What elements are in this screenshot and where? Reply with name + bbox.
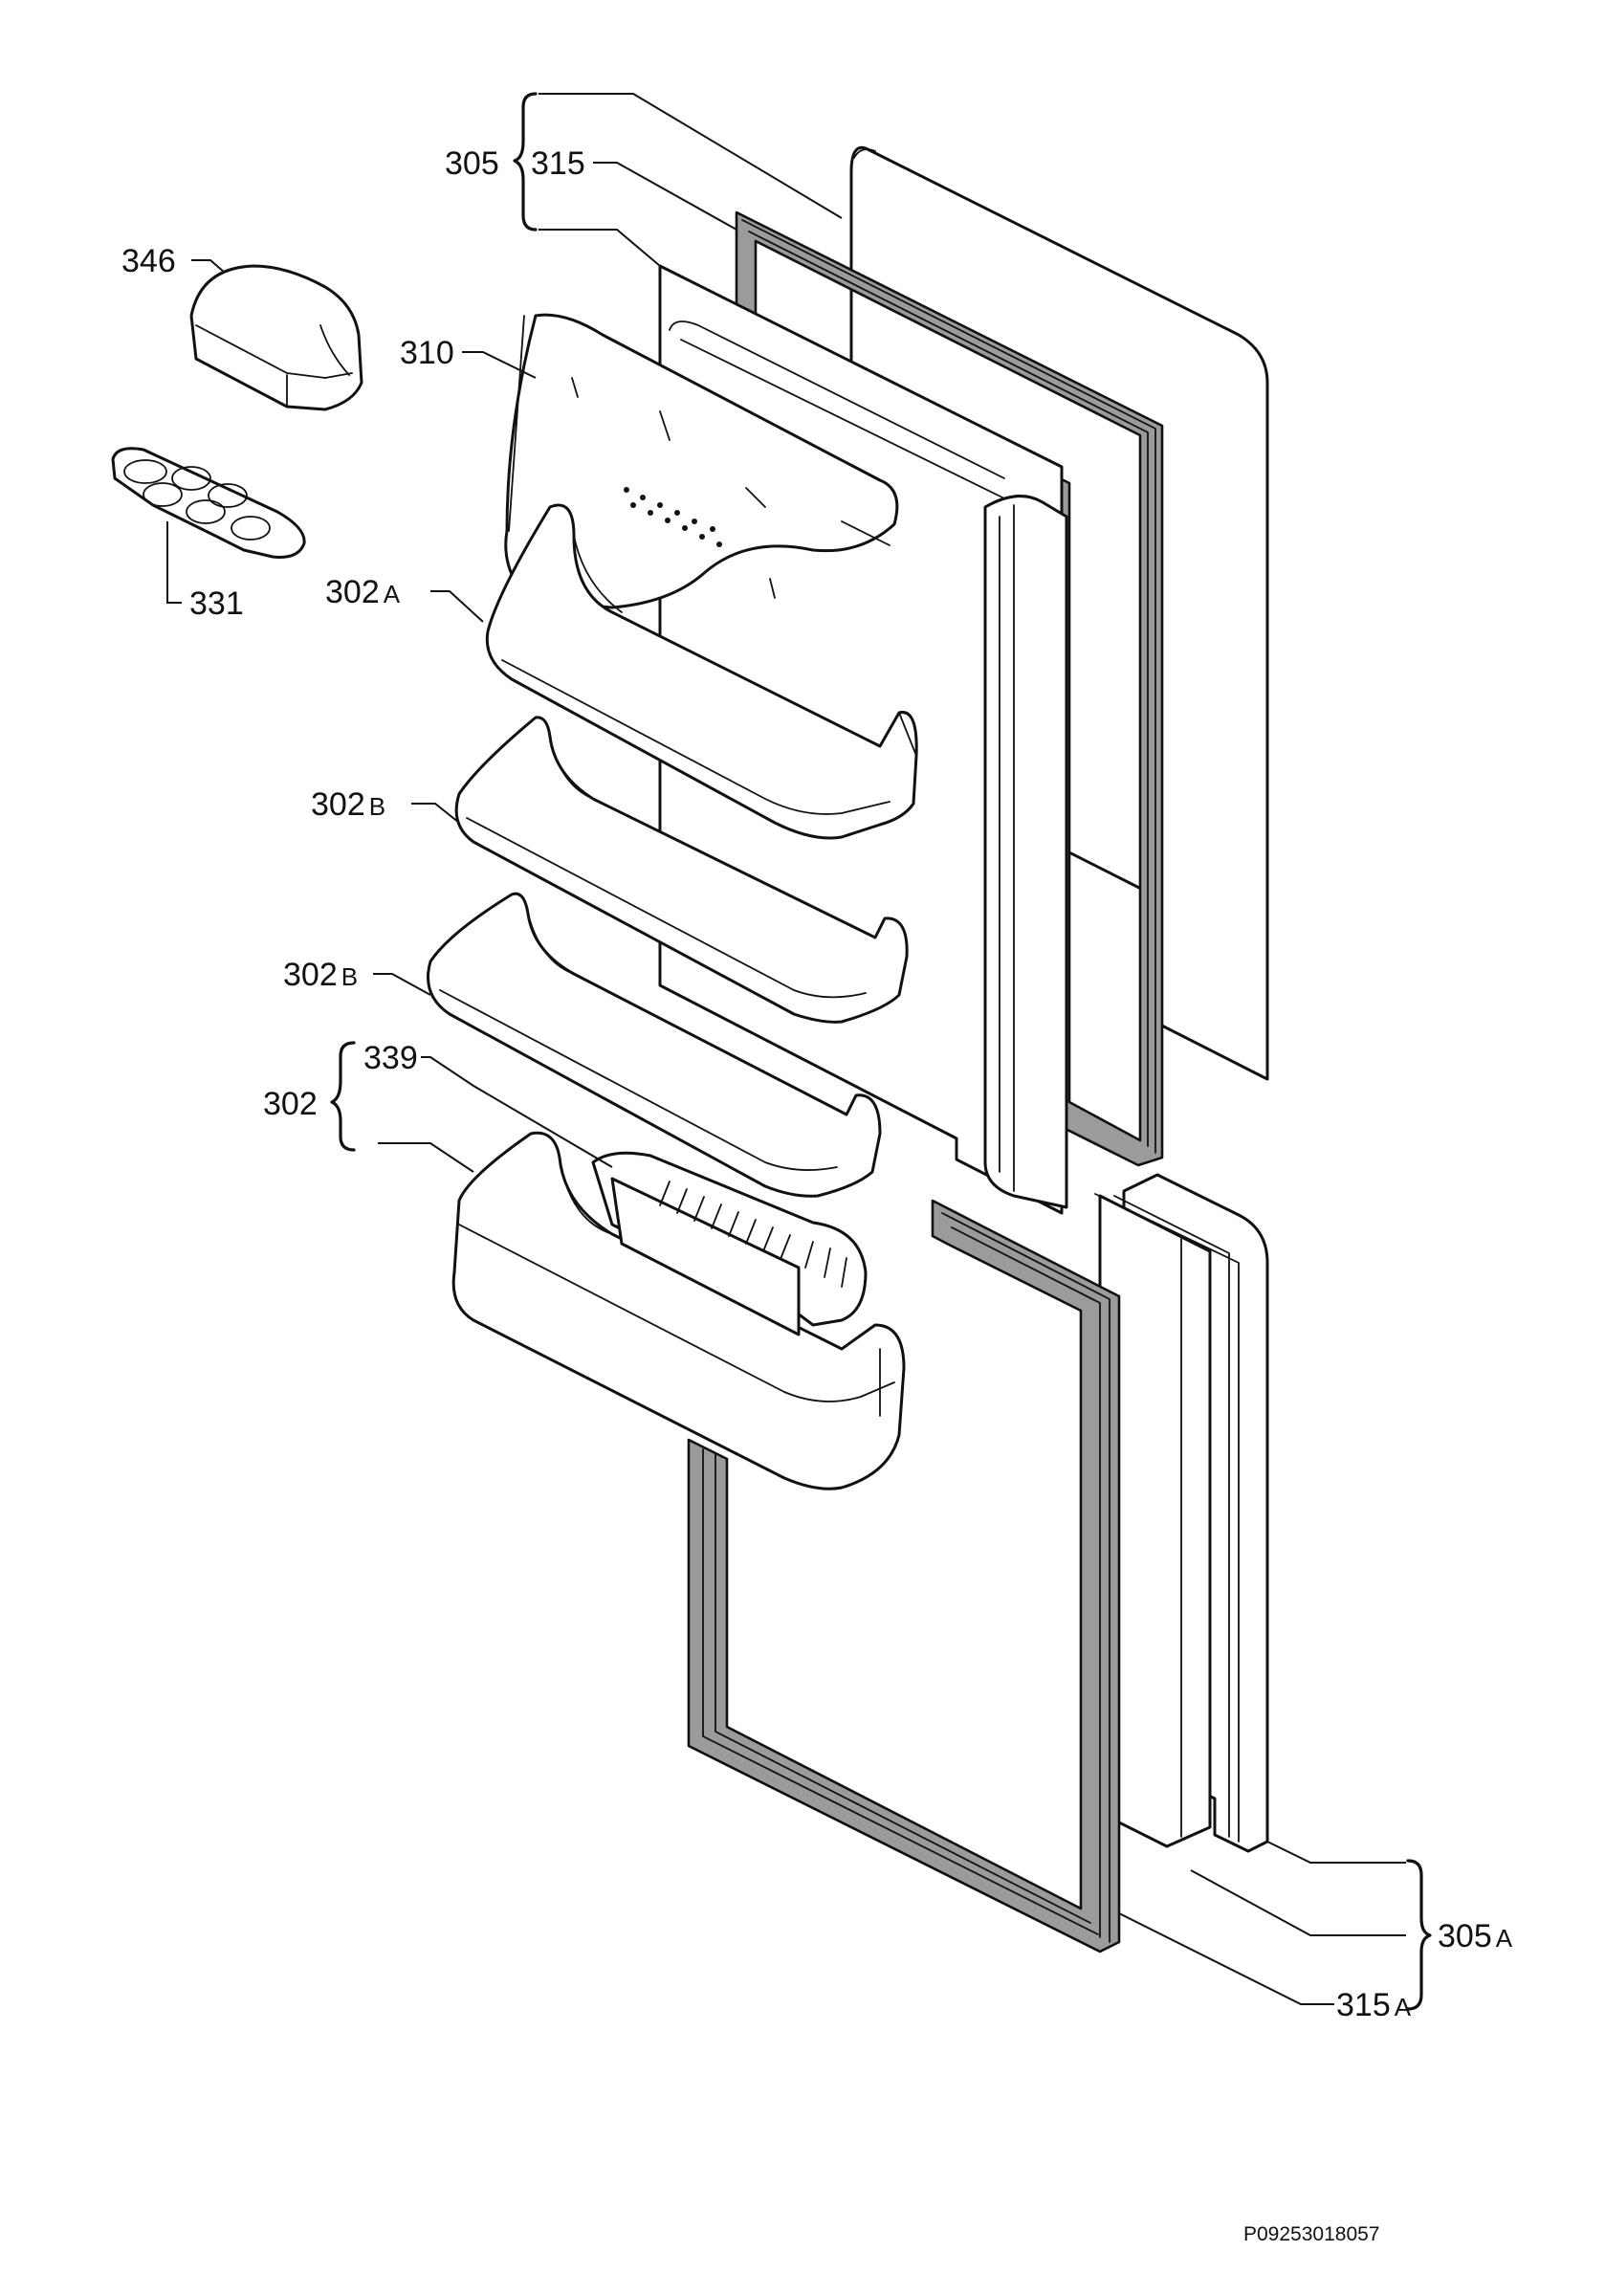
bottle-holder-339 bbox=[591, 1151, 868, 1336]
label-305: 305 bbox=[445, 145, 499, 182]
door-shelf-302a bbox=[485, 503, 918, 840]
lower-door-panel bbox=[1094, 1173, 1269, 1853]
brace-305 bbox=[513, 92, 538, 232]
bottle-shelf-302 bbox=[451, 1131, 906, 1490]
braces bbox=[330, 92, 1432, 2011]
door-shelf-302b-lower bbox=[427, 892, 882, 1198]
label-302: 302 bbox=[263, 1086, 318, 1122]
label-310: 310 bbox=[400, 335, 454, 371]
butter-compartment bbox=[189, 264, 363, 411]
egg-tray bbox=[111, 447, 306, 559]
door-shelf-302b-upper bbox=[454, 716, 909, 1024]
drawing-code: P09253018057 bbox=[1243, 2223, 1379, 2245]
label-331: 331 bbox=[189, 585, 244, 622]
label-315: 315 bbox=[531, 145, 585, 182]
lower-door-gasket bbox=[687, 1199, 1121, 1954]
leader-lines bbox=[166, 93, 1406, 2005]
brace-305a bbox=[1406, 1859, 1432, 2011]
brace-302 bbox=[330, 1041, 356, 1152]
label-346: 346 bbox=[121, 243, 176, 279]
dairy-flap bbox=[504, 313, 899, 609]
label-339: 339 bbox=[363, 1040, 418, 1076]
